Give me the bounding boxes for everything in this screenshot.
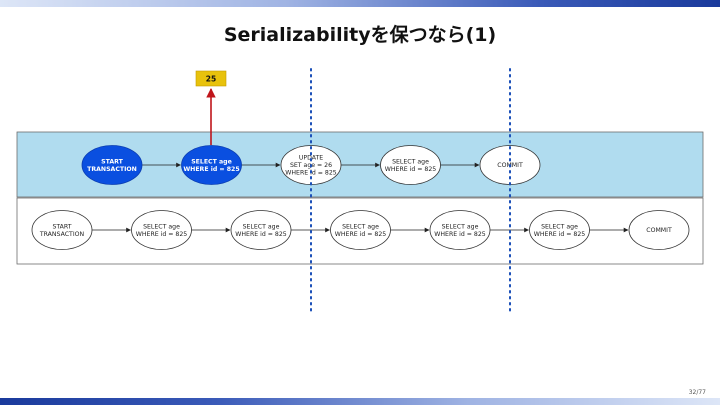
result-box bbox=[195, 70, 227, 87]
slide-title: Serializabilityを保つなら(1) bbox=[223, 24, 497, 46]
bottom-row-node-4-label: SELECT age bbox=[342, 223, 379, 230]
bottom-row-node-7: COMMIT bbox=[628, 210, 690, 250]
bottom-row-node-4-label: WHERE id = 825 bbox=[335, 231, 386, 238]
bottom-row-node-5-label: SELECT age bbox=[442, 223, 479, 230]
top-row-node-4-label: WHERE id = 825 bbox=[385, 166, 436, 173]
bottom-accent-bar bbox=[0, 398, 720, 405]
top-row-node-4-label: SELECT age bbox=[392, 158, 429, 165]
top-row-node-1-label: START bbox=[101, 158, 123, 165]
top-row-node-2-label: SELECT age bbox=[191, 158, 232, 165]
top-accent-bar bbox=[0, 0, 720, 7]
page-number: 32/77 bbox=[688, 389, 706, 396]
bottom-row-node-3-label: SELECT age bbox=[243, 223, 280, 230]
top-row-node-1-label: TRANSACTION bbox=[87, 166, 137, 173]
bottom-row-node-1-label: TRANSACTION bbox=[39, 231, 85, 238]
result-value: 25 bbox=[206, 75, 216, 84]
bottom-row-node-3-label: WHERE id = 825 bbox=[235, 231, 286, 238]
bottom-row-node-1-label: START bbox=[52, 223, 71, 230]
bottom-row-node-6-label: WHERE id = 825 bbox=[534, 231, 585, 238]
bottom-row-node-7-label: COMMIT bbox=[646, 227, 672, 234]
bottom-row-node-2-label: SELECT age bbox=[143, 223, 180, 230]
bottom-row-node-5-label: WHERE id = 825 bbox=[434, 231, 485, 238]
bottom-row-node-2-label: WHERE id = 825 bbox=[136, 231, 187, 238]
bottom-row-node-6-label: SELECT age bbox=[541, 223, 578, 230]
top-row-node-2-label: WHERE id = 825 bbox=[183, 166, 239, 173]
